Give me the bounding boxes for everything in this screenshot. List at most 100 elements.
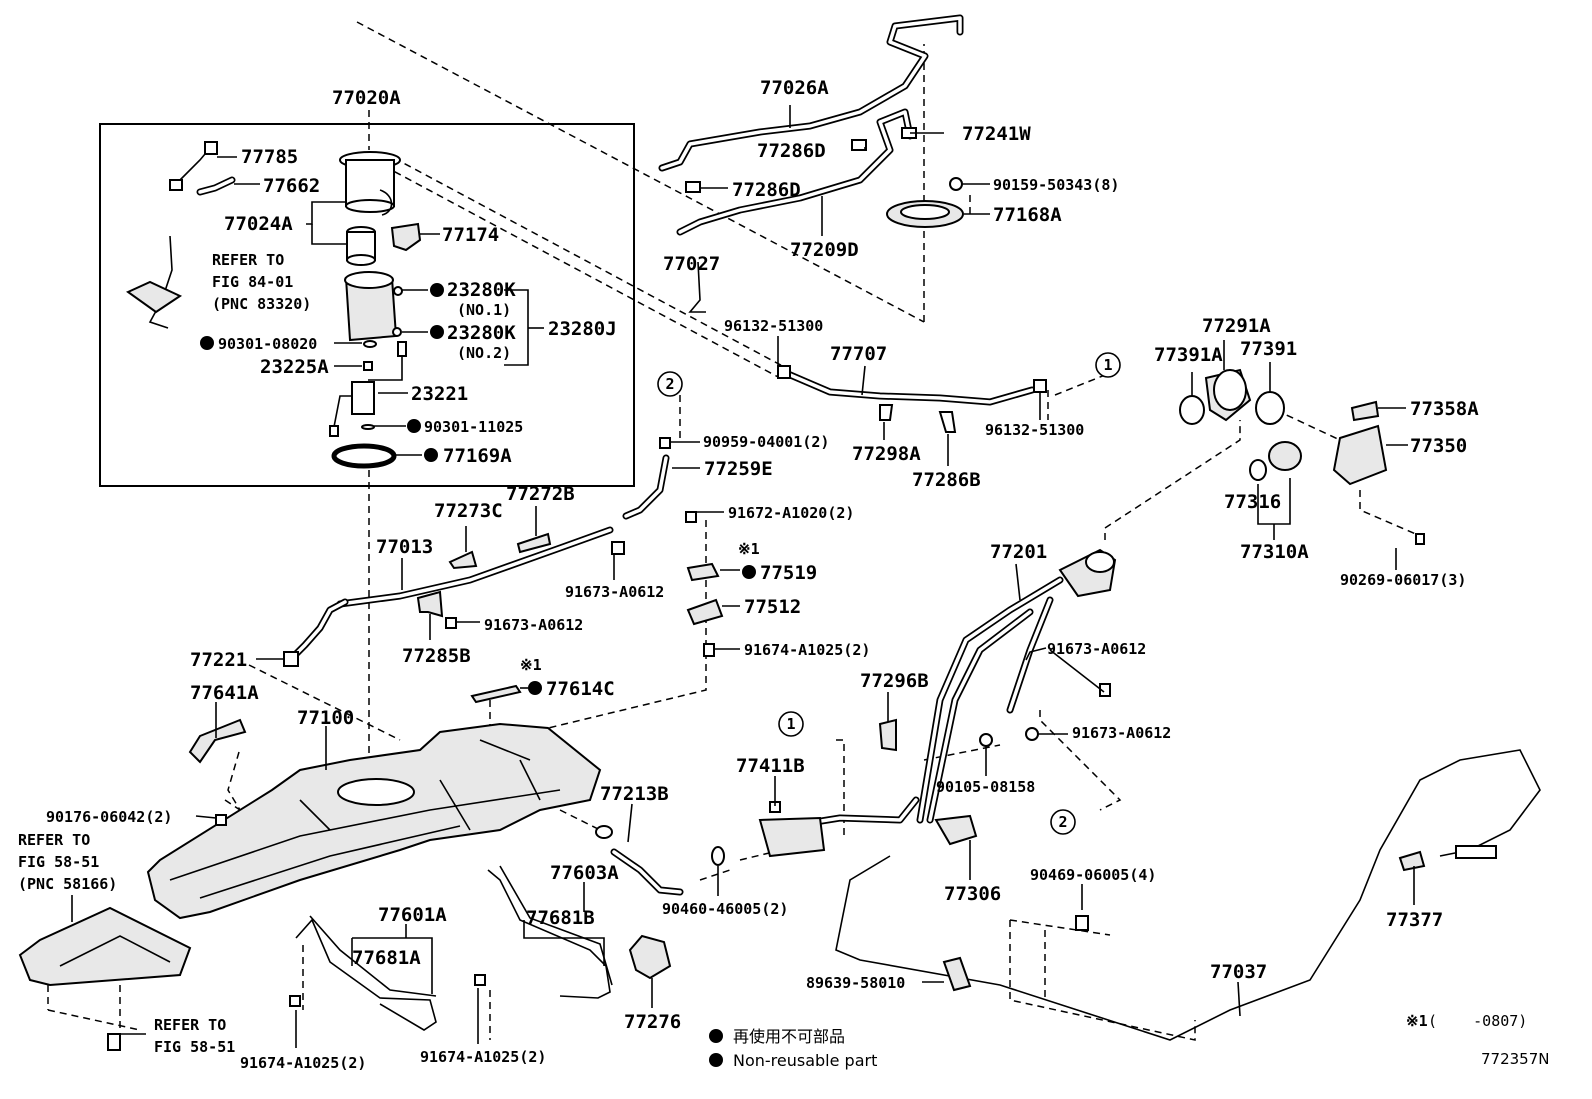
label-96132-51300-a: 96132-51300 bbox=[724, 317, 823, 335]
label-77785: 77785 bbox=[241, 146, 298, 168]
label-77601A: 77601A bbox=[378, 904, 447, 926]
label-77603A: 77603A bbox=[550, 862, 619, 884]
pump-inset-frame bbox=[99, 123, 635, 487]
bullet-77614C bbox=[528, 681, 542, 695]
label-91673-A0612-a: 91673-A0612 bbox=[565, 583, 664, 601]
label-77707: 77707 bbox=[830, 343, 887, 365]
refer-fig58b-line1: REFER TO bbox=[154, 1016, 226, 1034]
note-mark-1a: ※1 bbox=[738, 540, 760, 558]
circle-marker-2b bbox=[1050, 809, 1076, 835]
label-23280J: 23280J bbox=[548, 318, 617, 340]
footnote-text: ( -0807) bbox=[1428, 1012, 1527, 1030]
tank-parts bbox=[18, 437, 725, 1051]
label-77519: 77519 bbox=[760, 562, 817, 584]
label-77201: 77201 bbox=[990, 541, 1047, 563]
label-91672-A1020: 91672-A1020(2) bbox=[728, 504, 854, 522]
label-23221: 23221 bbox=[411, 383, 468, 405]
bullet-77519 bbox=[742, 565, 756, 579]
circle-marker-2a bbox=[657, 371, 683, 397]
label-no1: (NO.1) bbox=[457, 301, 511, 319]
label-90176-06042: 90176-06042(2) bbox=[46, 808, 172, 826]
label-23280K-2: 23280K bbox=[447, 322, 516, 344]
label-90159-50343: 90159-50343(8) bbox=[993, 176, 1119, 194]
refer-fig84-line1: REFER TO bbox=[212, 251, 284, 269]
bullet-90301-11025 bbox=[407, 419, 421, 433]
label-91674-A1025-a: 91674-A1025(2) bbox=[744, 641, 870, 659]
label-77026A: 77026A bbox=[760, 77, 829, 99]
label-89639-58010: 89639-58010 bbox=[806, 974, 905, 992]
leader-lines bbox=[71, 105, 1415, 1048]
label-77296B: 77296B bbox=[860, 670, 929, 692]
circle-marker-1b-label: 1 bbox=[786, 715, 795, 733]
label-90269-06017: 90269-06017(3) bbox=[1340, 571, 1466, 589]
label-77350: 77350 bbox=[1410, 435, 1467, 457]
label-77100: 77100 bbox=[297, 707, 354, 729]
label-77662: 77662 bbox=[263, 175, 320, 197]
label-77169A: 77169A bbox=[443, 445, 512, 467]
label-77358A: 77358A bbox=[1410, 398, 1479, 420]
label-77024A: 77024A bbox=[224, 213, 293, 235]
label-77286D-1: 77286D bbox=[757, 140, 826, 162]
label-77037: 77037 bbox=[1210, 961, 1267, 983]
label-23225A: 23225A bbox=[260, 356, 329, 378]
legend-en: Non-reusable part bbox=[733, 1051, 877, 1070]
label-77411B: 77411B bbox=[736, 755, 805, 777]
fuel-pump-assembly bbox=[126, 141, 422, 469]
label-77391A: 77391A bbox=[1154, 344, 1223, 366]
circle-markers: 1 1 2 2 bbox=[657, 352, 1121, 835]
circle-marker-2b-label: 2 bbox=[1058, 813, 1067, 831]
bullet-90301-08020 bbox=[200, 336, 214, 350]
refer-fig84-line2: FIG 84-01 bbox=[212, 273, 293, 291]
label-77027: 77027 bbox=[663, 253, 720, 275]
legend-bullet-jp bbox=[709, 1029, 723, 1043]
label-23280K-1: 23280K bbox=[447, 279, 516, 301]
non-reusable-bullets bbox=[200, 283, 756, 1067]
part-labels: 77020A 77785 77662 77024A 77174 REFER TO… bbox=[18, 77, 1479, 1072]
note-mark-1b: ※1 bbox=[520, 656, 542, 674]
label-77310A: 77310A bbox=[1240, 541, 1309, 563]
label-91673-A0612-d: 91673-A0612 bbox=[1072, 724, 1171, 742]
label-77614C: 77614C bbox=[546, 678, 615, 700]
footnote: ※1 ( -0807) 772357N bbox=[1406, 1012, 1549, 1068]
label-77209D: 77209D bbox=[790, 239, 859, 261]
label-77291A: 77291A bbox=[1202, 315, 1271, 337]
refer-fig84-line3: (PNC 83320) bbox=[212, 295, 311, 313]
label-90301-08020: 90301-08020 bbox=[218, 335, 317, 353]
circle-marker-1a-label: 1 bbox=[1103, 356, 1112, 374]
label-91674-A1025-b: 91674-A1025(2) bbox=[240, 1054, 366, 1072]
circle-marker-2a-label: 2 bbox=[665, 375, 674, 393]
label-77020A: 77020A bbox=[332, 87, 401, 109]
label-77681A: 77681A bbox=[352, 947, 421, 969]
label-77377: 77377 bbox=[1386, 909, 1443, 931]
refer-fig58b-line2: FIG 58-51 bbox=[154, 1038, 235, 1056]
label-77641A: 77641A bbox=[190, 682, 259, 704]
footnote-mark: ※1 bbox=[1406, 1012, 1428, 1030]
label-77285B: 77285B bbox=[402, 645, 471, 667]
label-77221: 77221 bbox=[190, 649, 247, 671]
fuel-tank-77100 bbox=[146, 722, 602, 920]
label-91673-A0612-b: 91673-A0612 bbox=[484, 616, 583, 634]
label-77174: 77174 bbox=[442, 224, 499, 246]
circle-marker-1a bbox=[1095, 352, 1121, 378]
label-77013: 77013 bbox=[376, 536, 433, 558]
label-77306: 77306 bbox=[944, 883, 1001, 905]
label-77286B: 77286B bbox=[912, 469, 981, 491]
bullet-23280K-2 bbox=[430, 325, 444, 339]
label-77273C: 77273C bbox=[434, 500, 503, 522]
refer-fig58-line2: FIG 58-51 bbox=[18, 853, 99, 871]
label-90105-08158: 90105-08158 bbox=[936, 778, 1035, 796]
legend: 再使用不可部品 Non-reusable part bbox=[733, 1027, 877, 1070]
filler-pipe-77201 bbox=[758, 548, 1541, 1041]
label-90301-11025: 90301-11025 bbox=[424, 418, 523, 436]
label-90959-04001: 90959-04001(2) bbox=[703, 433, 829, 451]
label-77391: 77391 bbox=[1240, 338, 1297, 360]
bullet-23280K-1 bbox=[430, 283, 444, 297]
circle-marker-1b bbox=[778, 711, 804, 737]
label-77512: 77512 bbox=[744, 596, 801, 618]
label-77259E: 77259E bbox=[704, 458, 773, 480]
label-77681B: 77681B bbox=[526, 907, 595, 929]
label-77168A: 77168A bbox=[993, 204, 1062, 226]
legend-bullet-en bbox=[709, 1053, 723, 1067]
